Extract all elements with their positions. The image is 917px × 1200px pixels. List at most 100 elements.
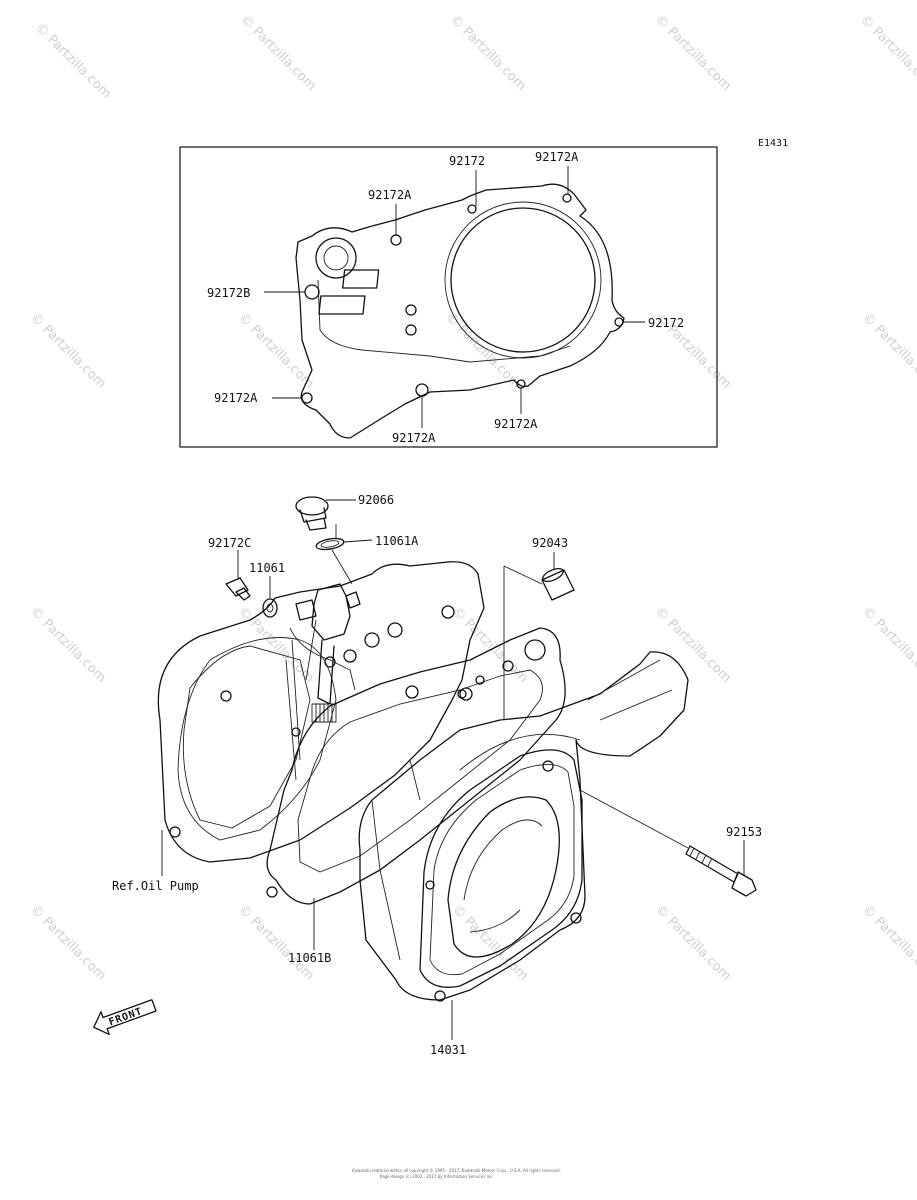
watermark: © Partzilla.com <box>237 12 319 94</box>
callout: 92153 <box>726 825 762 839</box>
inset-callout: 92172A <box>214 391 258 405</box>
bolt-92172c-shaft <box>235 587 251 601</box>
gasket-hole <box>502 660 514 672</box>
inset-hole <box>467 204 477 214</box>
housing-hole <box>405 685 419 699</box>
oil-pump-shaft <box>317 639 335 705</box>
inset-gasket-outline <box>295 183 625 439</box>
bolt-92153 <box>685 845 757 897</box>
cover-14031-flange-inner <box>429 764 575 976</box>
plug-92066-thread <box>305 517 327 531</box>
housing-hole <box>343 649 357 663</box>
oil-pump-fitting <box>295 599 317 621</box>
watermark: © Partzilla.com <box>652 12 734 94</box>
watermark: © Partzilla.com <box>857 12 917 94</box>
leader <box>343 539 373 543</box>
watermark: © Partzilla.com <box>447 12 529 94</box>
inset-callout: 92172A <box>494 417 538 431</box>
inset-callout: 92172 <box>648 316 684 330</box>
housing-hole <box>364 632 380 648</box>
housing-hole <box>387 622 403 638</box>
bolt-92172c <box>225 577 251 601</box>
inset-gasket-boss <box>315 237 357 279</box>
callout: 11061A <box>375 534 419 548</box>
gasket-hole <box>457 689 467 699</box>
callout: 11061 <box>249 561 285 575</box>
dowel-92043-body <box>541 569 575 601</box>
inset-hole <box>415 383 429 397</box>
cover-bolt-hole <box>434 990 446 1002</box>
inset-gasket-ledge <box>317 279 571 363</box>
cover-14031-side <box>371 759 421 961</box>
gasket-hole <box>266 886 278 898</box>
watermark: © Partzilla.com <box>859 604 917 686</box>
inset-gasket-view: 92172 92172A 92172A 92172B 92172 92172A … <box>179 146 718 448</box>
bolt-92153-thread <box>689 847 713 867</box>
front-arrow-icon <box>93 999 157 1036</box>
housing-hole <box>441 605 455 619</box>
inset-gasket-boss-inner <box>323 245 349 271</box>
inset-callout: 92172A <box>392 431 436 445</box>
callout: 92172C <box>208 536 251 550</box>
washer-11061 <box>262 598 278 618</box>
cover-14031-opening-depth <box>463 819 543 933</box>
gasket-11061b-outline <box>266 627 566 905</box>
exploded-view: 92066 11061A 92172C 11061 92043 92153 Re… <box>93 493 762 1057</box>
oil-pump-gear <box>311 703 337 723</box>
gasket-11061b-inner <box>297 669 543 873</box>
inset-hole <box>304 284 320 300</box>
inset-gasket-big-circle-inner <box>444 201 602 359</box>
cover-bolt-hole <box>542 760 554 772</box>
gasket-hole <box>291 727 301 737</box>
inset-callout: 92172 <box>449 154 485 168</box>
housing-hole <box>220 690 232 702</box>
watermark: © Partzilla.com <box>27 902 109 984</box>
washer-11061-inner <box>266 603 274 613</box>
inset-hole <box>405 304 417 316</box>
plug-92066 <box>295 496 329 531</box>
watermark: © Partzilla.com <box>235 902 317 984</box>
bolt-92153-head <box>731 871 757 897</box>
cover-14031-outline <box>358 651 689 1001</box>
callout: Ref.Oil Pump <box>112 879 199 893</box>
inset-hole <box>301 392 313 404</box>
front-arrow: FRONT <box>93 999 157 1036</box>
oil-pump-fitting <box>345 591 361 609</box>
cover-14031-opening <box>447 796 560 958</box>
dowel-92043-end <box>542 567 564 583</box>
watermark: © Partzilla.com <box>652 902 734 984</box>
plug-92066-head <box>295 496 329 516</box>
cover-14031-rib <box>459 659 673 771</box>
gasket-hole <box>524 639 546 661</box>
oil-pump <box>289 583 361 723</box>
inset-gasket-slot <box>342 269 380 289</box>
bolt-92172c-head <box>225 577 249 597</box>
assembly-line <box>331 524 353 585</box>
inset-hole <box>562 193 572 203</box>
watermark: © Partzilla.com <box>27 604 109 686</box>
inset-gasket-slot <box>318 295 366 315</box>
cover-bolt-hole <box>425 880 435 890</box>
plug-92066-neck <box>299 507 327 523</box>
watermark: © Partzilla.com <box>652 604 734 686</box>
bolt-92153-shaft <box>685 845 739 883</box>
oring-11061a <box>315 537 345 551</box>
watermark: © Partzilla.com <box>27 310 109 392</box>
callout: 92043 <box>532 536 568 550</box>
dowel-92043 <box>541 567 575 601</box>
callout: 11061B <box>288 951 331 965</box>
cover-14031-flange <box>419 749 583 988</box>
watermark: © Partzilla.com <box>859 902 917 984</box>
watermark: © Partzilla.com <box>235 604 317 686</box>
oil-pump-body <box>311 583 351 641</box>
watermark: © Partzilla.com <box>859 310 917 392</box>
inset-gasket-big-circle <box>450 207 596 353</box>
housing-hole <box>169 826 181 838</box>
copyright-line: Page design (c) 2002 - 2017 by Informati… <box>380 1174 494 1179</box>
watermark: © Partzilla.com <box>235 310 317 392</box>
cover-bolt-hole <box>570 912 582 924</box>
oring-11061a-inner <box>320 540 340 548</box>
inset-hole <box>405 324 417 336</box>
inset-callout: 92172B <box>207 286 250 300</box>
crankcase-housing-rim <box>177 637 337 841</box>
